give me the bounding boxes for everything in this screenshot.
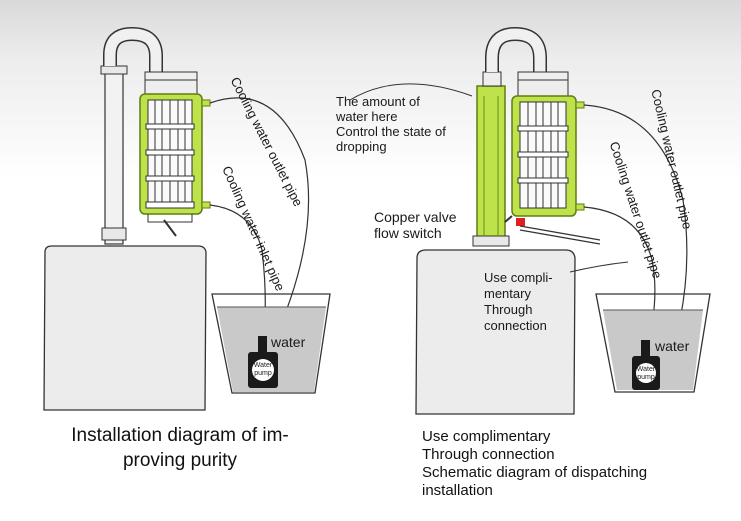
through-connection-note: Use compli- mentary Through connection [484, 270, 553, 333]
right-water-bucket [595, 293, 711, 393]
left-water-bucket [211, 293, 331, 394]
connection-note-pointer [569, 261, 629, 273]
right-water-label: water [655, 338, 690, 354]
left-diagram [43, 26, 331, 411]
left-pump-label: Water pump [253, 362, 273, 378]
right-water-bucket-water [603, 310, 703, 390]
left-caption: Installation diagram of im- proving puri… [71, 425, 289, 471]
left-water-label: water [271, 334, 306, 350]
drop-control-note: The amount of water here Control the sta… [336, 94, 446, 154]
left-outlet-hose [209, 97, 310, 346]
copper-valve-label: Copper valve flow switch [374, 209, 457, 242]
right-caption: Use complimentary Through connection Sch… [422, 428, 648, 499]
right-diagram [349, 26, 711, 415]
drop-note-pointer [349, 83, 473, 101]
right-boiler-tank [415, 249, 576, 415]
right-column [476, 85, 506, 241]
right-pump-label: Water pump [636, 366, 656, 382]
left-water-bucket-water [217, 307, 326, 392]
copper-valve-switch [516, 218, 525, 226]
right-outlet-hose-a [583, 104, 688, 321]
left-column [104, 71, 124, 245]
through-connection-pipe [519, 225, 601, 241]
left-boiler-tank [43, 245, 207, 411]
